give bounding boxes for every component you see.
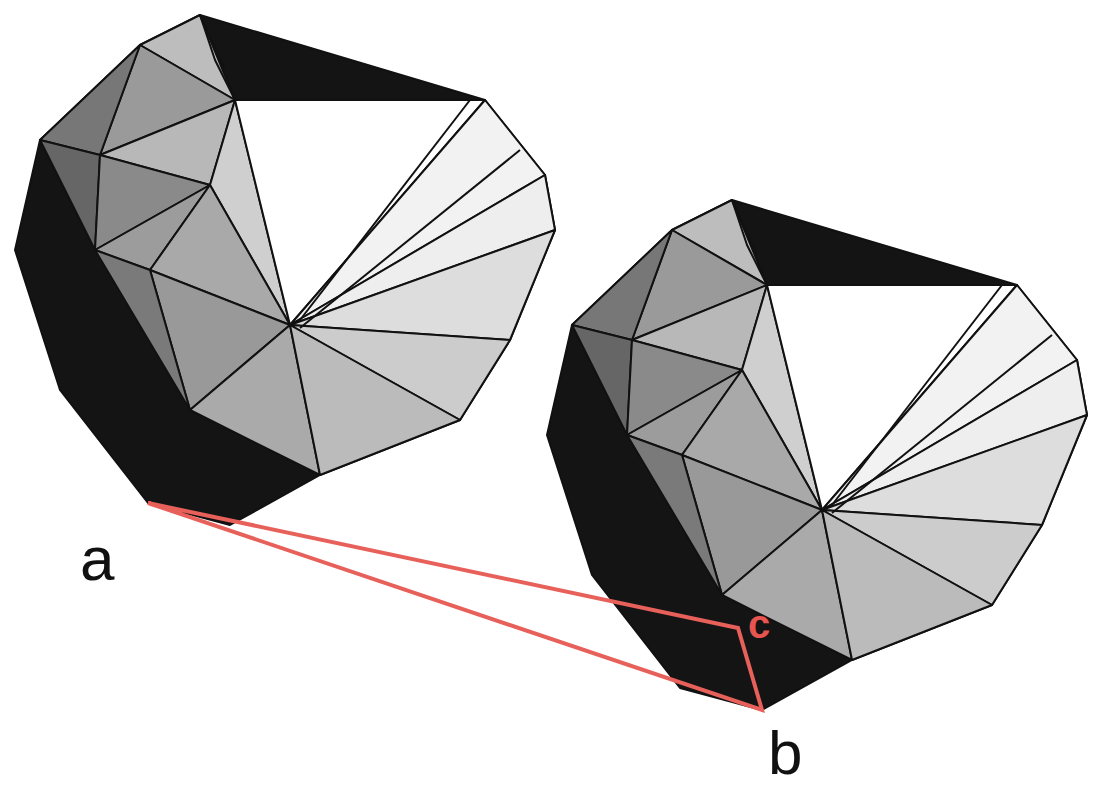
polyhedron-left <box>15 15 555 525</box>
point-label: a <box>80 528 114 590</box>
point-label: b <box>768 722 802 784</box>
point-label-red: c <box>748 604 770 644</box>
polyhedron-right <box>547 200 1087 710</box>
red-triangle <box>148 503 762 710</box>
